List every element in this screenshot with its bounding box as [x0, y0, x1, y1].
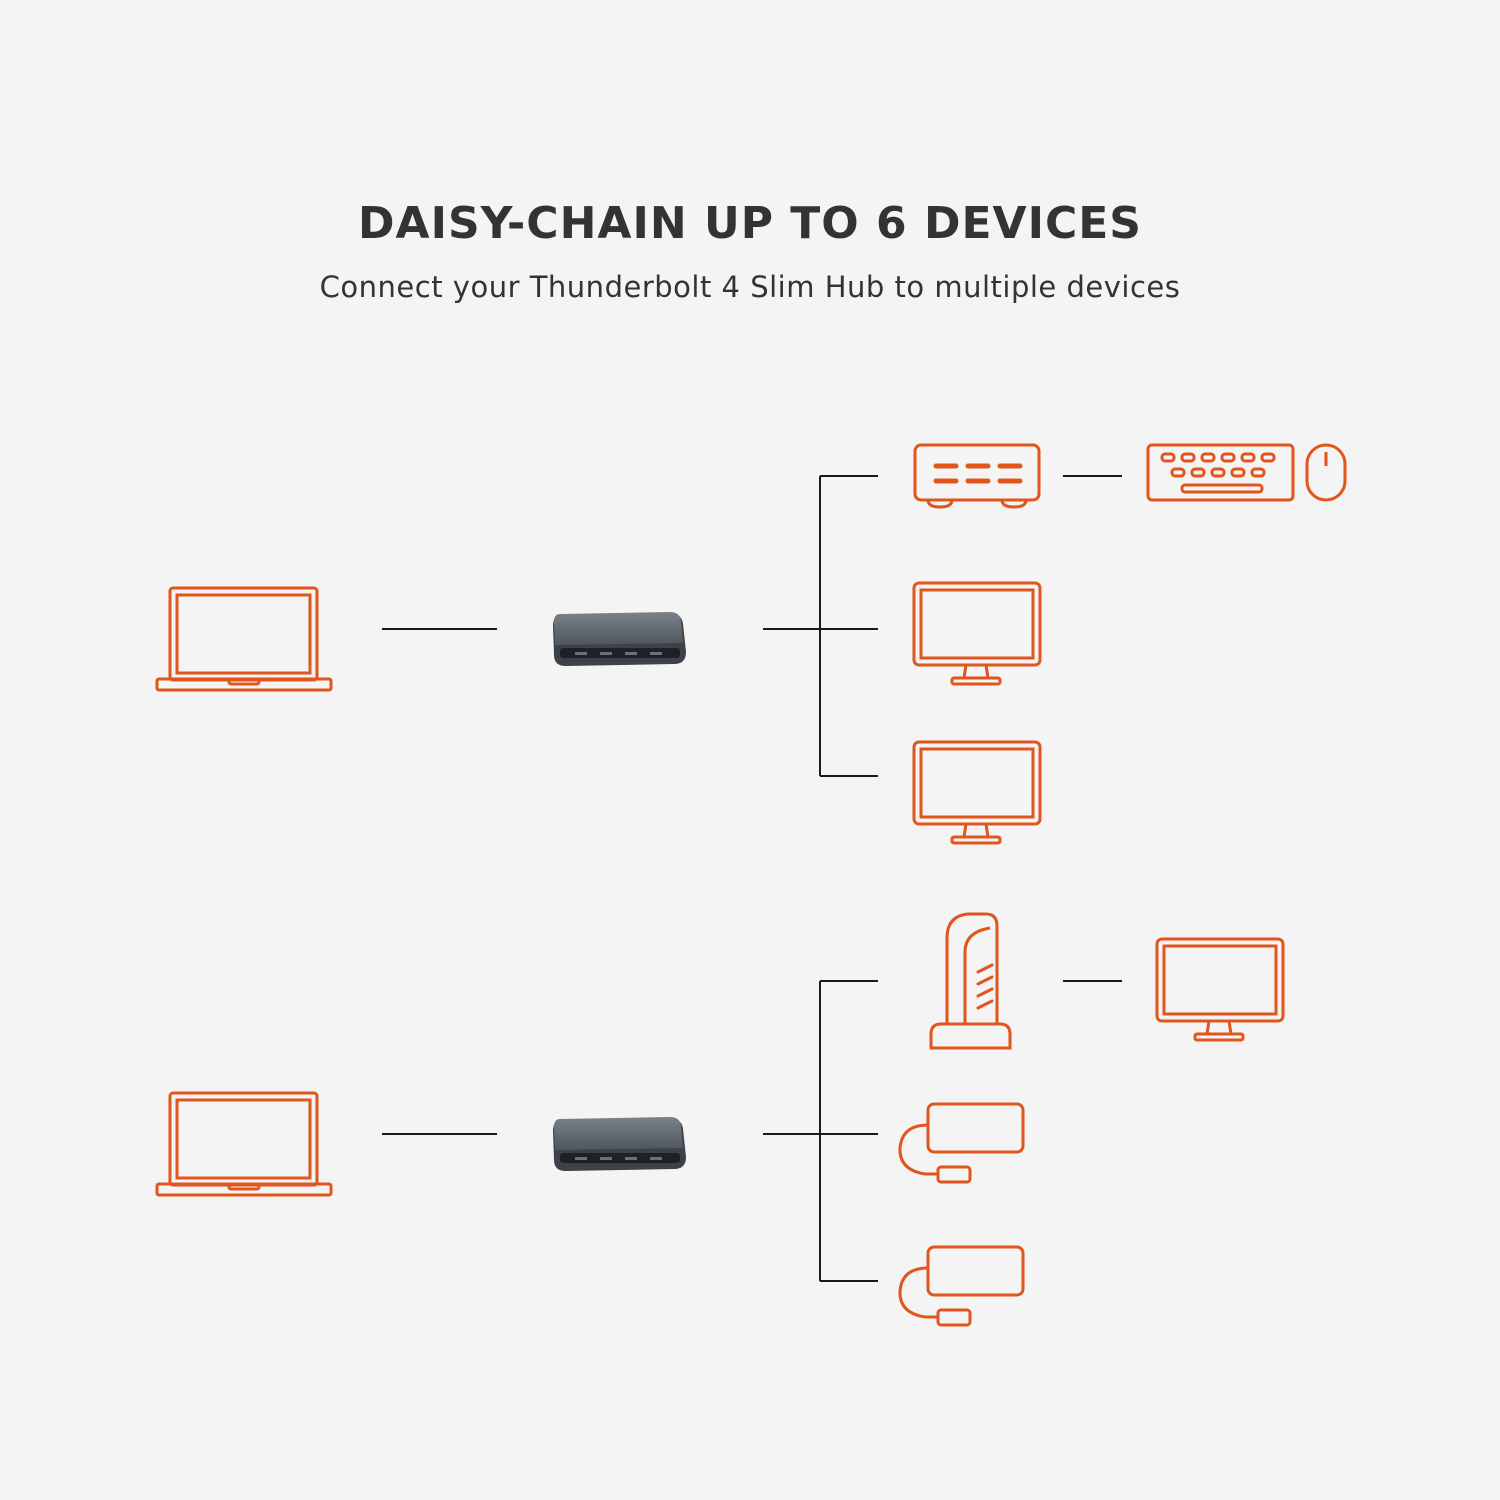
branch-connectors: [763, 980, 1122, 1282]
chain-2: [155, 912, 1285, 1327]
mouse-icon: [1305, 443, 1347, 502]
branch-connectors: [763, 475, 1122, 777]
chain-1: [155, 443, 1347, 845]
page-title: DAISY-CHAIN UP TO 6 DEVICES: [358, 198, 1142, 249]
page-subtitle: Connect your Thunderbolt 4 Slim Hub to m…: [319, 270, 1181, 304]
external-drive-icon: [898, 1102, 1025, 1184]
monitor-icon: [912, 740, 1042, 845]
vertical-dock-icon: [929, 912, 1012, 1050]
monitor-icon: [1155, 937, 1285, 1042]
laptop-icon: [155, 1091, 333, 1197]
dock-icon: [913, 443, 1041, 509]
hub-device: [553, 612, 686, 666]
monitor-icon: [912, 581, 1042, 686]
hub-device: [553, 1117, 686, 1171]
external-drive-icon: [898, 1245, 1025, 1327]
keyboard-icon: [1146, 443, 1295, 502]
laptop-icon: [155, 586, 333, 692]
